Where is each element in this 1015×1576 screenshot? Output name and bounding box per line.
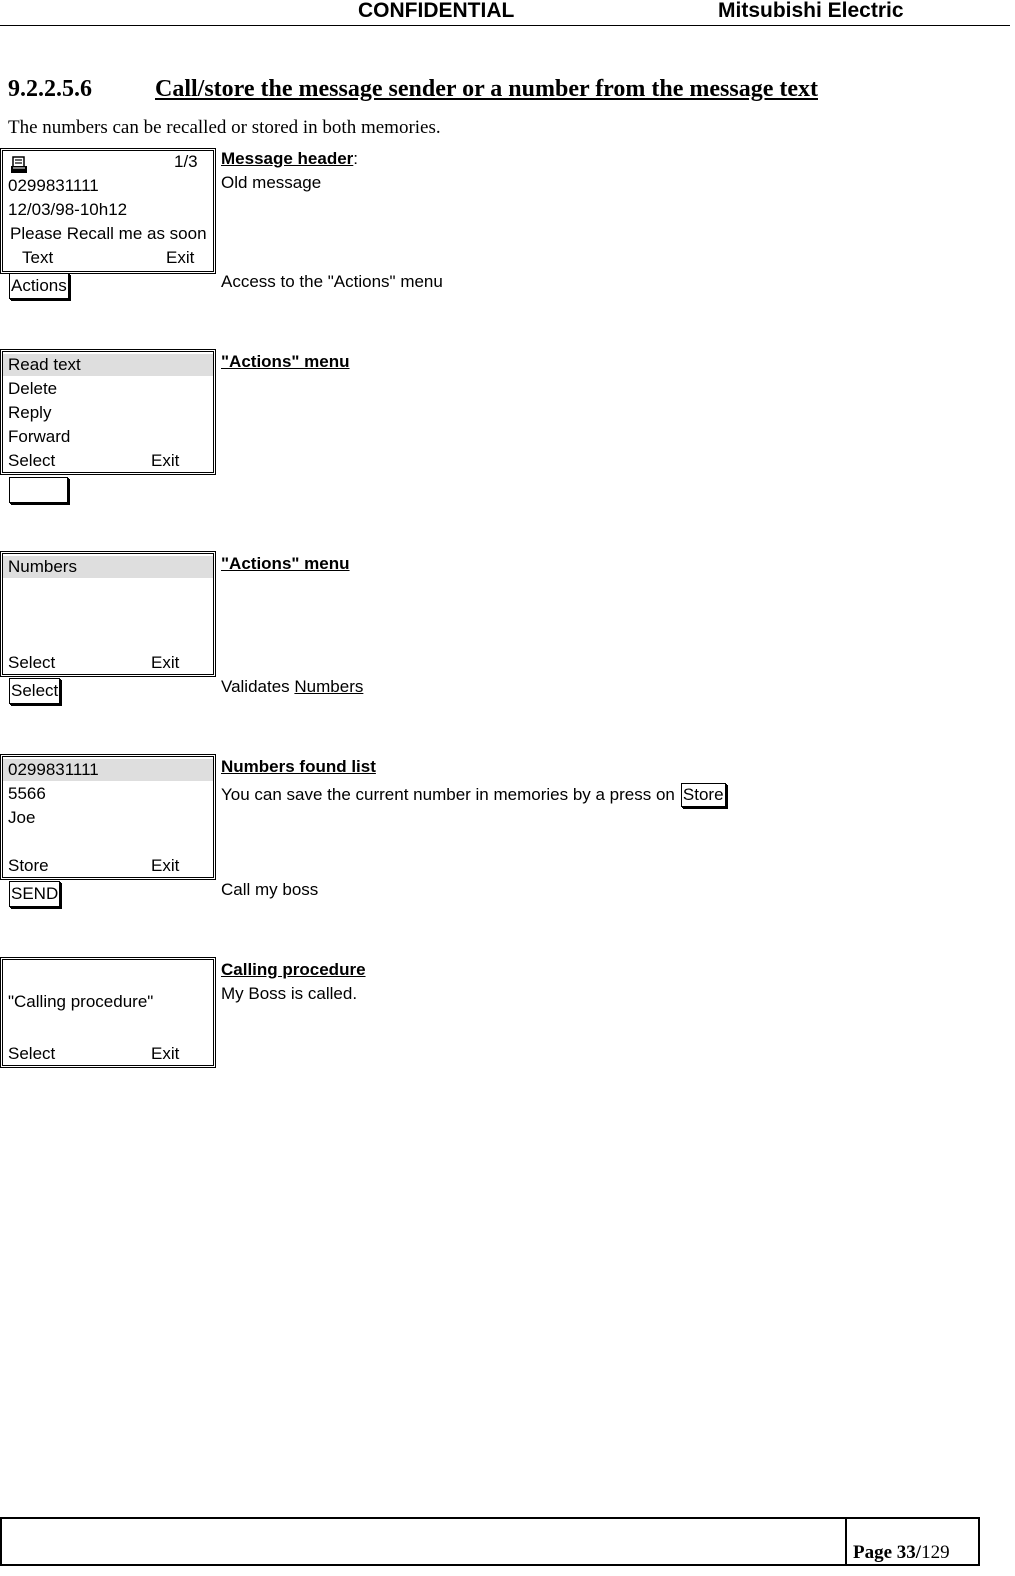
desc-calling: Calling procedure (221, 960, 366, 979)
confidential-label: CONFIDENTIAL (358, 0, 515, 22)
footer-divider (845, 1517, 847, 1566)
list-item[interactable]: Joe (8, 808, 36, 827)
numbers-link: Numbers (294, 677, 364, 696)
menu-item-reply[interactable]: Reply (8, 403, 52, 422)
desc-numbers-found: Numbers found list (221, 757, 376, 776)
phone-screen-numbers-found: 0299831111 5566 Joe Store Exit (0, 754, 216, 880)
desc-message-header: Message header: (221, 149, 359, 168)
softkey-select[interactable]: Select (8, 451, 56, 470)
page-header (0, 0, 1010, 26)
softkey-exit[interactable]: Exit (166, 248, 195, 267)
send-key[interactable]: SEND (9, 881, 61, 907)
section-intro: The numbers can be recalled or stored in… (8, 117, 441, 138)
menu-item-numbers[interactable]: Numbers (3, 556, 213, 578)
phone-screen-calling: "Calling procedure" Select Exit (0, 957, 216, 1068)
store-key-inline: Store (680, 783, 726, 807)
menu-item-read-text[interactable]: Read text (3, 354, 213, 376)
list-item[interactable]: 0299831111 (3, 759, 213, 781)
message-counter: 1/3 (174, 152, 198, 171)
list-item[interactable]: 5566 (8, 784, 46, 803)
company-name: Mitsubishi Electric (718, 0, 904, 22)
phone-screen-message-header: 1/3 0299831111 12/03/98-10h12 Please Rec… (0, 148, 216, 274)
desc-actions-menu-2: "Actions" menu (221, 554, 350, 573)
section-title: Call/store the message sender or a numbe… (155, 76, 818, 102)
softkey-store[interactable]: Store (8, 856, 49, 875)
menu-item-forward[interactable]: Forward (8, 427, 71, 446)
desc-actions-menu: "Actions" menu (221, 352, 350, 371)
calling-text: "Calling procedure" (8, 992, 154, 1011)
sender-number: 0299831111 (8, 176, 99, 195)
softkey-exit[interactable]: Exit (151, 451, 180, 470)
envelope-message-icon (10, 156, 28, 179)
message-date: 12/03/98-10h12 (8, 200, 128, 219)
desc-text: Old message (221, 173, 322, 192)
section-heading: 9.2.2.5.6 Call/store the message sender o… (8, 76, 818, 103)
desc-title: Message header (221, 149, 354, 168)
message-preview: Please Recall me as soon (10, 224, 207, 243)
validates-description: Validates Numbers (221, 677, 364, 696)
desc-store-hint: You can save the current number in memor… (221, 783, 726, 807)
blank-key[interactable] (9, 477, 68, 503)
page-number: Page 33/129 (853, 1542, 950, 1563)
softkey-text[interactable]: Text (22, 248, 54, 267)
select-key[interactable]: Select (9, 678, 61, 704)
send-description: Call my boss (221, 880, 319, 899)
menu-item-delete[interactable]: Delete (8, 379, 58, 398)
section-number: 9.2.2.5.6 (8, 76, 92, 102)
phone-screen-numbers: Numbers Select Exit (0, 551, 216, 677)
page-footer (0, 1517, 980, 1566)
softkey-exit[interactable]: Exit (151, 856, 180, 875)
key-description: Access to the "Actions" menu (221, 272, 443, 291)
phone-screen-actions-menu: Read text Delete Reply Forward Select Ex… (0, 349, 216, 475)
softkey-select[interactable]: Select (8, 653, 56, 672)
softkey-exit[interactable]: Exit (151, 653, 180, 672)
softkey-exit[interactable]: Exit (151, 1044, 180, 1063)
desc-calling-text: My Boss is called. (221, 984, 358, 1003)
actions-key[interactable]: Actions (9, 273, 69, 299)
softkey-select[interactable]: Select (8, 1044, 56, 1063)
